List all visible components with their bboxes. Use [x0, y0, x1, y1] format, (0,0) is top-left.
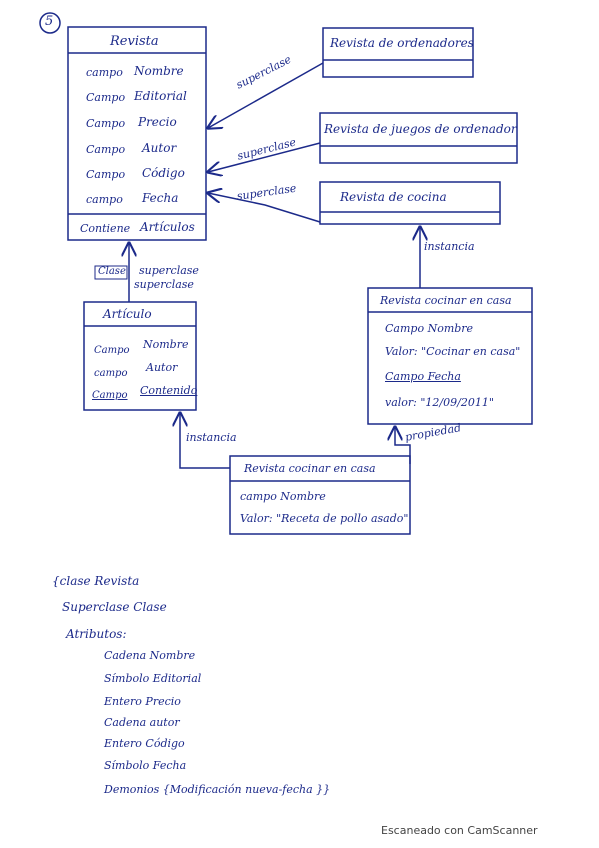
arrow-cocina: [208, 193, 321, 223]
receta-box: [229, 455, 411, 535]
revista-attr-kind: Campo: [86, 117, 126, 130]
cocinar-row: Campo Fecha: [385, 370, 461, 383]
ordenadores-box: [322, 27, 474, 78]
edge-label-instancia: instancia: [186, 431, 237, 444]
revista-attr-kind: Campo: [86, 168, 126, 181]
articulo-attr-kind: campo: [94, 368, 128, 379]
note-line: Entero Código: [104, 737, 185, 750]
revista-attr-kind: Campo: [86, 143, 126, 156]
arrow-instancia-articulo: [180, 413, 230, 469]
note-line: Cadena autor: [104, 716, 180, 729]
revista-attr-kind: Campo: [86, 91, 126, 104]
revista-attr-name: Fecha: [142, 191, 179, 205]
articulo-attr-kind: Campo: [94, 345, 130, 356]
receta-row: Valor: "Receta de pollo asado": [240, 512, 409, 525]
page-number: 5: [45, 14, 54, 29]
edge-label-instancia: instancia: [424, 240, 475, 253]
cocinar-row: Valor: "Cocinar en casa": [385, 345, 521, 358]
revista-title: Revista: [110, 34, 159, 49]
articulo-edge-superclase: superclase: [134, 278, 194, 291]
cocinar-box: [367, 287, 533, 425]
cocina-title: Revista de cocina: [340, 190, 447, 204]
note-line: Superclase Clase: [62, 600, 167, 614]
revista-attr-kind: campo: [86, 66, 123, 79]
note-line: Atributos:: [66, 627, 127, 641]
arrow-propiedad: [395, 427, 411, 464]
articulo-box: [83, 301, 197, 411]
revista-attr-name: Código: [142, 166, 185, 180]
revista-box: [67, 26, 207, 241]
arrow-juegos: [208, 142, 321, 172]
articulo-edge-superclase: superclase: [139, 264, 199, 277]
arrow-ordenadores: [208, 62, 324, 128]
articulo-attr-name: Contenido: [140, 384, 198, 397]
revista-attr-name: Nombre: [134, 64, 184, 78]
revista-relation-kind: Contiene: [80, 222, 131, 235]
note-line: Cadena Nombre: [104, 649, 196, 662]
note-line: Demonios {Modificación nueva-fecha }}: [104, 783, 331, 796]
note-line: Símbolo Editorial: [104, 672, 202, 685]
juegos-box: [319, 112, 518, 164]
cocinar-row: valor: "12/09/2011": [385, 396, 494, 409]
revista-attr-kind: campo: [86, 193, 123, 206]
note-line: Entero Precio: [104, 695, 181, 708]
revista-attr-name: Editorial: [134, 89, 187, 103]
cocinar-title: Revista cocinar en casa: [380, 294, 512, 307]
articulo-attr-name: Autor: [146, 361, 178, 374]
articulo-title: Artículo: [103, 307, 152, 321]
articulo-attr-name: Nombre: [143, 338, 189, 351]
receta-row: campo Nombre: [240, 490, 326, 503]
receta-title: Revista cocinar en casa: [244, 462, 376, 475]
cocina-box: [319, 181, 501, 225]
cocinar-row: Campo Nombre: [385, 322, 474, 335]
note-line: {clase Revista: [52, 574, 140, 588]
juegos-title: Revista de juegos de ordenador: [324, 122, 517, 136]
note-line: Símbolo Fecha: [104, 759, 187, 772]
articulo-edge-clase: Clase: [98, 266, 126, 277]
scanner-footer: Escaneado con CamScanner: [381, 824, 538, 837]
ordenadores-title: Revista de ordenadores: [330, 36, 474, 50]
revista-attr-name: Autor: [142, 141, 177, 155]
articulo-attr-kind: Campo: [92, 390, 128, 401]
page-number-circle: [39, 12, 61, 34]
revista-relation-name: Artículos: [140, 220, 195, 234]
revista-attr-name: Precio: [138, 115, 177, 129]
